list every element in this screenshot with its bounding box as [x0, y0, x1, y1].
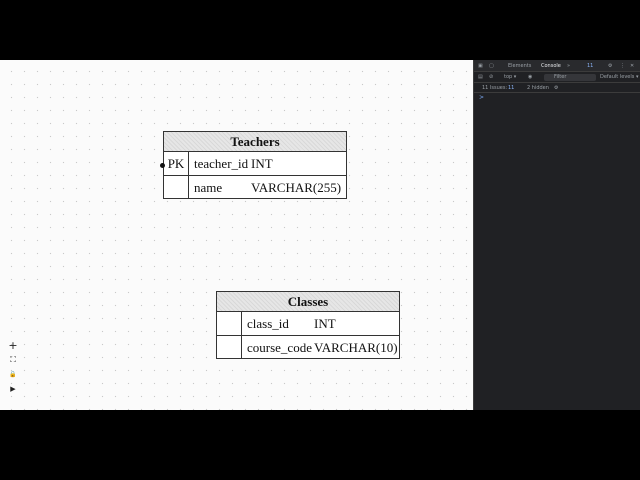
column-name: course_code [247, 340, 312, 355]
zoom-in-icon[interactable]: + [8, 339, 18, 352]
clear-icon[interactable]: ⊘ [489, 74, 494, 80]
tab-console[interactable]: Console [541, 63, 561, 69]
gear-icon[interactable]: ⚙ [608, 63, 613, 69]
close-icon[interactable]: ✕ [630, 63, 635, 69]
sidebar-icon[interactable]: ▤ [478, 74, 483, 80]
column-name: class_id [247, 316, 289, 331]
table-title[interactable]: Teachers [164, 132, 346, 152]
table-row[interactable]: course_code VARCHAR(10) [217, 335, 399, 358]
column-name: teacher_id [194, 156, 249, 171]
screen: Teachers PK teacher_id INT name VARCHAR(… [0, 60, 640, 410]
filter-placeholder: Filter [554, 74, 567, 80]
column-name: name [194, 180, 223, 195]
table-row[interactable]: name VARCHAR(255) [164, 175, 346, 198]
column-type: VARCHAR(255) [251, 180, 342, 195]
kebab-icon[interactable]: ⋮ [620, 63, 625, 69]
column-type: INT [251, 156, 273, 171]
device-icon[interactable]: ▢ [489, 63, 494, 69]
table-title[interactable]: Classes [217, 292, 399, 312]
table-row[interactable]: PK teacher_id INT [164, 152, 346, 175]
key-cell: PK [164, 152, 189, 175]
devtools-tabs: ▣ ▢ Elements Console » 11 ⚙ ⋮ ✕ [474, 60, 640, 72]
issues-count[interactable]: 11 Issues: [482, 85, 508, 91]
tab-elements[interactable]: Elements [508, 63, 532, 69]
gear-icon[interactable]: ⚙ [554, 85, 559, 91]
eye-icon[interactable]: ◉ [528, 74, 533, 80]
table-classes[interactable]: Classes class_id INT course_code VARCHAR… [216, 291, 400, 359]
connection-handle[interactable] [160, 163, 165, 168]
issues-bar: 11 Issues: 11 2 hidden ⚙ [474, 83, 640, 93]
lock-icon[interactable]: 🔒 [9, 371, 17, 378]
key-cell [164, 176, 189, 198]
issues-badge[interactable]: 11 [587, 63, 594, 69]
table-row[interactable]: class_id INT [217, 312, 399, 335]
more-tabs-icon[interactable]: » [567, 63, 571, 69]
console-prompt[interactable]: > [479, 94, 485, 101]
console-toolbar: ▤ ⊘ top ▾ ◉ Filter Default levels ▾ [474, 72, 640, 83]
fit-view-icon[interactable]: ⛶ [10, 355, 16, 364]
filter-input[interactable] [544, 74, 596, 81]
key-cell [217, 312, 242, 335]
log-levels-select[interactable]: Default levels ▾ [600, 74, 639, 80]
key-cell [217, 336, 242, 358]
issues-badge[interactable]: 11 [508, 85, 515, 91]
table-teachers[interactable]: Teachers PK teacher_id INT name VARCHAR(… [163, 131, 347, 199]
export-icon[interactable]: ▶ [10, 385, 16, 393]
column-type: VARCHAR(10) [314, 340, 398, 355]
inspect-icon[interactable]: ▣ [478, 63, 483, 69]
column-type: INT [314, 316, 336, 331]
devtools-panel: ▣ ▢ Elements Console » 11 ⚙ ⋮ ✕ ▤ ⊘ top … [473, 60, 640, 410]
context-select[interactable]: top ▾ [504, 74, 517, 80]
diagram-canvas[interactable]: Teachers PK teacher_id INT name VARCHAR(… [0, 60, 473, 410]
hidden-count: 2 hidden [527, 85, 549, 91]
